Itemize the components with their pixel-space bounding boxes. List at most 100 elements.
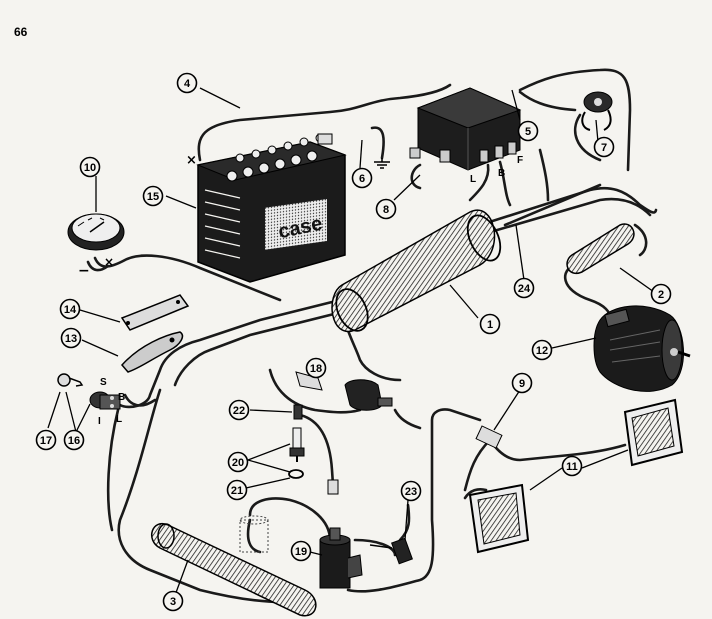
callout-number: 24	[518, 283, 531, 295]
callout-circle	[593, 136, 615, 158]
fuse-holder	[295, 371, 393, 411]
callout-circle	[162, 590, 184, 612]
callout-circle	[517, 120, 539, 142]
callout-17: 17	[35, 429, 57, 451]
horn-assembly	[581, 91, 613, 131]
callout-circle	[35, 429, 57, 451]
callout-9: 9	[511, 372, 533, 394]
wiring-harness-wires	[86, 68, 658, 604]
callout-circle	[63, 429, 85, 451]
callout-circle	[59, 298, 81, 320]
callout-24: 24	[513, 277, 535, 299]
callout-number: 13	[65, 333, 77, 345]
regulator-terminal-f: F	[517, 155, 523, 166]
callout-number: 1	[487, 319, 493, 331]
voltage-regulator	[409, 87, 522, 171]
callout-circle	[226, 479, 248, 501]
callout-number: 10	[84, 162, 96, 174]
callout-number: 3	[170, 596, 176, 608]
callout-3: 3	[162, 590, 184, 612]
callout-12: 12	[531, 339, 553, 361]
callout-circle	[351, 167, 373, 189]
callout-circle	[79, 156, 101, 178]
spark-plug-terminal	[293, 404, 339, 495]
callout-circle	[60, 327, 82, 349]
callout-number: 21	[231, 485, 243, 497]
battery-negative-mark: ×	[186, 153, 197, 168]
callout-number: 12	[536, 345, 548, 357]
callout-circle	[561, 455, 583, 477]
ignition-key	[57, 373, 84, 387]
callout-2: 2	[650, 283, 672, 305]
callout-circle	[511, 372, 533, 394]
regulator-terminal-l: L	[470, 174, 476, 185]
callout-number: 2	[658, 289, 664, 301]
callout-number: 15	[147, 191, 159, 203]
callout-1: 1	[479, 313, 501, 335]
battery-terminal	[317, 133, 333, 145]
spark-plug-gasket	[288, 469, 304, 479]
callout-circle	[290, 540, 312, 562]
callout-11: 11	[561, 455, 583, 477]
callout-7: 7	[593, 136, 615, 158]
ignition-switch	[89, 391, 121, 410]
ignition-coil	[319, 527, 363, 589]
callout-number: 22	[233, 405, 245, 417]
battery: case	[196, 133, 347, 283]
starter-cable-conduit	[566, 223, 635, 275]
gauge-minus-mark: −	[78, 263, 90, 279]
callout-number: 19	[295, 546, 307, 558]
callout-circle	[176, 72, 198, 94]
page-number: 66	[14, 25, 28, 39]
switch-terminal-i: I	[98, 416, 101, 427]
callout-18: 18	[305, 357, 327, 379]
callout-22: 22	[228, 399, 250, 421]
gauge-x-mark: ×	[104, 255, 114, 269]
callout-number: 18	[310, 363, 322, 375]
headlight-right	[623, 398, 684, 467]
ground-symbol	[374, 158, 390, 169]
callout-circle	[479, 313, 501, 335]
callout-10: 10	[79, 156, 101, 178]
callout-20: 20	[227, 451, 249, 473]
callout-number: 9	[519, 378, 525, 390]
callout-number: 17	[40, 435, 52, 447]
callout-15: 15	[142, 185, 164, 207]
harness-clip	[121, 331, 184, 373]
callout-number: 14	[64, 304, 77, 316]
callout-6: 6	[351, 167, 373, 189]
callout-23: 23	[400, 480, 422, 502]
callout-number: 23	[405, 486, 417, 498]
callout-13: 13	[60, 327, 82, 349]
callout-number: 20	[232, 457, 244, 469]
callout-5: 5	[517, 120, 539, 142]
main-harness-conduit	[331, 209, 502, 333]
switch-terminal-b: B	[118, 392, 125, 403]
switch-terminal-s: S	[100, 377, 107, 388]
callout-circle	[305, 357, 327, 379]
callout-number: 5	[525, 126, 531, 138]
callout-number: 4	[184, 78, 191, 90]
callout-16: 16	[63, 429, 85, 451]
callout-circle	[513, 277, 535, 299]
condenser	[369, 537, 413, 565]
callout-21: 21	[226, 479, 248, 501]
starter-motor	[593, 305, 691, 392]
callout-number: 8	[383, 204, 389, 216]
lower-harness-conduit	[150, 522, 317, 617]
headlight-left	[468, 483, 530, 554]
callout-circle	[227, 451, 249, 473]
mounting-bracket-plate	[120, 294, 190, 331]
mounting-bracket-outline	[239, 515, 269, 553]
callout-number: 11	[566, 461, 578, 473]
callout-circle	[228, 399, 250, 421]
callout-number: 16	[68, 435, 80, 447]
callout-19: 19	[290, 540, 312, 562]
callout-number: 6	[359, 173, 365, 185]
callout-circle	[531, 339, 553, 361]
callout-circle	[142, 185, 164, 207]
battery-label-plate	[265, 199, 327, 250]
